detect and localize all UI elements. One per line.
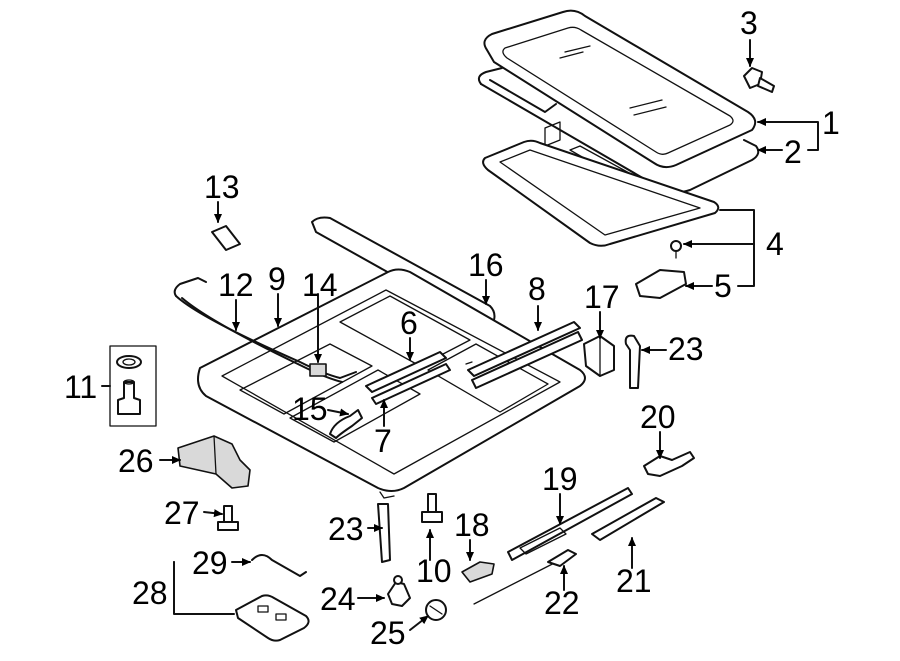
part-29-cable [251, 554, 307, 577]
callout-23-lower: 23 [328, 511, 364, 547]
part-22-clip [547, 549, 577, 567]
callout-22: 22 [544, 585, 580, 621]
callout-14: 14 [302, 267, 338, 303]
callout-5: 5 [714, 268, 732, 304]
part-17-motor [583, 335, 615, 377]
callout-26: 26 [118, 443, 154, 479]
callout-11: 11 [64, 369, 97, 405]
part-6-rail [365, 351, 451, 405]
part-5-bracket [635, 269, 687, 299]
callout-4: 4 [766, 226, 784, 262]
callout-19: 19 [542, 461, 578, 497]
callout-10: 10 [416, 553, 452, 589]
bracket-4-5 [719, 209, 755, 287]
callout-8: 8 [528, 271, 546, 307]
part-28-plate [235, 594, 310, 642]
callout-6: 6 [400, 305, 418, 341]
part-3-screw [743, 67, 775, 93]
callout-17: 17 [584, 279, 620, 315]
callout-labels: 1 2 3 4 5 6 7 8 9 10 11 12 13 14 15 16 1… [64, 5, 840, 651]
part-12-tube [173, 277, 357, 383]
callout-24: 24 [320, 581, 356, 617]
callout-23-upper: 23 [668, 331, 704, 367]
part-25-cap [425, 599, 447, 621]
part-10-bolt [421, 493, 443, 523]
part-15-arm [329, 409, 363, 439]
part-8-rail [465, 321, 583, 389]
callout-27: 27 [164, 495, 200, 531]
part-21-guide [591, 497, 665, 541]
callout-7: 7 [374, 423, 392, 459]
part-20-bracket [643, 451, 695, 477]
callout-20: 20 [640, 399, 676, 435]
part-26-module [177, 435, 251, 489]
part-11-grommet [109, 345, 157, 427]
callout-1: 1 [822, 105, 840, 141]
part-14-connector [309, 363, 327, 377]
callout-18: 18 [454, 507, 490, 543]
callout-16: 16 [468, 247, 504, 283]
part-24-clip [387, 575, 411, 607]
callout-2: 2 [784, 134, 802, 170]
callout-15: 15 [292, 391, 328, 427]
callout-3: 3 [740, 5, 758, 41]
part-4-frame [482, 139, 720, 259]
part-23-lower-hose [377, 503, 391, 563]
part-18-bracket [461, 561, 495, 583]
bracket-28 [173, 561, 235, 615]
bracket-1-2 [807, 121, 819, 151]
callout-13: 13 [204, 169, 240, 205]
callout-21: 21 [616, 563, 652, 599]
leader-lines [159, 39, 809, 631]
callout-25: 25 [370, 615, 406, 651]
callout-12: 12 [218, 267, 254, 303]
callout-29: 29 [192, 545, 228, 581]
callout-9: 9 [268, 261, 286, 297]
part-23-upper-hose [624, 334, 641, 389]
part-27-bolt [217, 505, 239, 531]
callout-28: 28 [132, 575, 168, 611]
part-1-glass-panel [483, 9, 757, 169]
part-13-clip [211, 225, 241, 251]
